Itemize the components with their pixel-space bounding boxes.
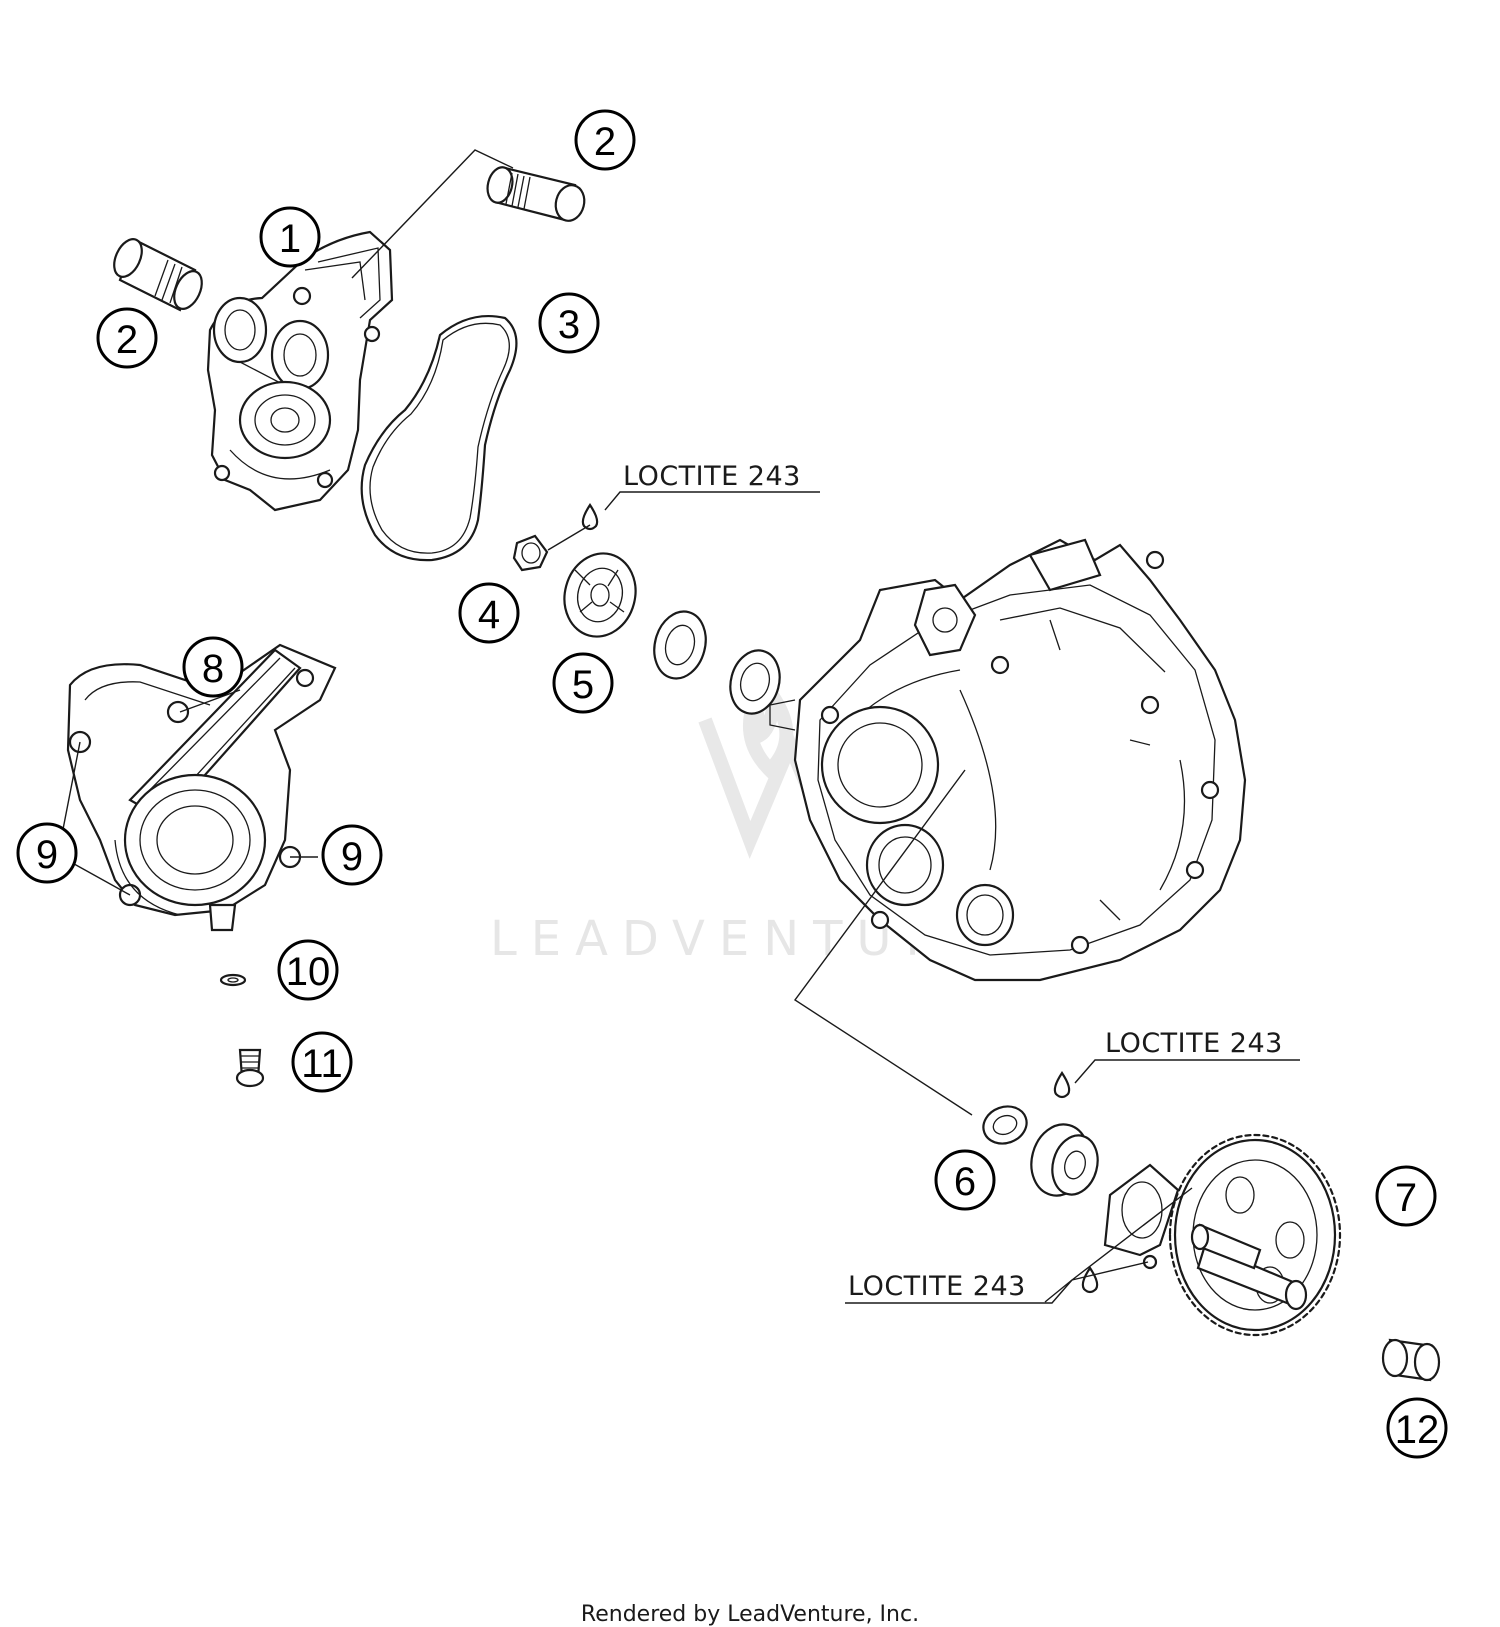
- svg-text:7: 7: [1395, 1176, 1417, 1220]
- footer-credit: Rendered by LeadVenture, Inc.: [580, 1602, 920, 1627]
- leader-lines: [57, 149, 1300, 1304]
- callout-12: 12: [1386, 1397, 1448, 1459]
- svg-text:8: 8: [202, 647, 224, 691]
- loctite-drop-icon: [581, 503, 599, 531]
- svg-text:10: 10: [286, 950, 331, 994]
- svg-text:9: 9: [341, 835, 363, 879]
- callout-2-upper: 2: [574, 109, 636, 171]
- svg-text:9: 9: [36, 833, 58, 877]
- impeller-bolt: [512, 534, 549, 572]
- impeller: [563, 552, 637, 638]
- bearing: [1030, 1123, 1099, 1197]
- callout-10: 10: [277, 939, 339, 1001]
- callout-6: 6: [934, 1149, 996, 1211]
- svg-text:12: 12: [1395, 1408, 1440, 1452]
- washer: [219, 973, 247, 987]
- loctite-note-middle: LOCTITE 243: [1105, 1028, 1283, 1059]
- loctite-note-lower: LOCTITE 243: [848, 1271, 1026, 1302]
- loctite-drops: [581, 503, 1099, 1294]
- svg-text:2: 2: [116, 318, 138, 362]
- svg-text:6: 6: [954, 1160, 976, 1204]
- loctite-drop-icon: [1081, 1266, 1099, 1294]
- drain-screw: [235, 1048, 265, 1088]
- callout-11: 11: [291, 1031, 353, 1093]
- svg-text:11: 11: [301, 1042, 343, 1086]
- clutch-cover: [769, 538, 1247, 982]
- shaft-seal-ring: [982, 1105, 1028, 1145]
- callout-9-right: 9: [321, 824, 383, 886]
- svg-text:4: 4: [478, 593, 500, 637]
- callout-9-left: 9: [16, 822, 78, 884]
- callout-1: 1: [259, 206, 321, 268]
- water-pump-cover: [66, 643, 337, 932]
- hose-fitting-upper: [486, 166, 586, 222]
- shaft-seal-2: [729, 649, 781, 715]
- callout-5: 5: [552, 652, 614, 714]
- svg-text:1: 1: [279, 217, 301, 261]
- svg-text:3: 3: [558, 303, 580, 347]
- callout-2-lower: 2: [96, 307, 158, 369]
- callout-3: 3: [538, 292, 600, 354]
- loctite-note-upper: LOCTITE 243: [623, 461, 801, 492]
- loctite-drop-icon: [1053, 1071, 1071, 1099]
- shaft-seal-1: [653, 610, 707, 680]
- gasket-ring: [360, 314, 518, 562]
- callout-8: 8: [182, 636, 244, 698]
- needle-bearing: [1381, 1338, 1441, 1382]
- pump-drive-gear: [1168, 1133, 1342, 1337]
- callout-4: 4: [458, 582, 520, 644]
- water-pump-housing: [206, 230, 394, 512]
- callout-7: 7: [1375, 1165, 1437, 1227]
- svg-text:2: 2: [594, 120, 616, 164]
- hose-fitting-lower: [113, 238, 203, 312]
- svg-text:5: 5: [572, 663, 594, 707]
